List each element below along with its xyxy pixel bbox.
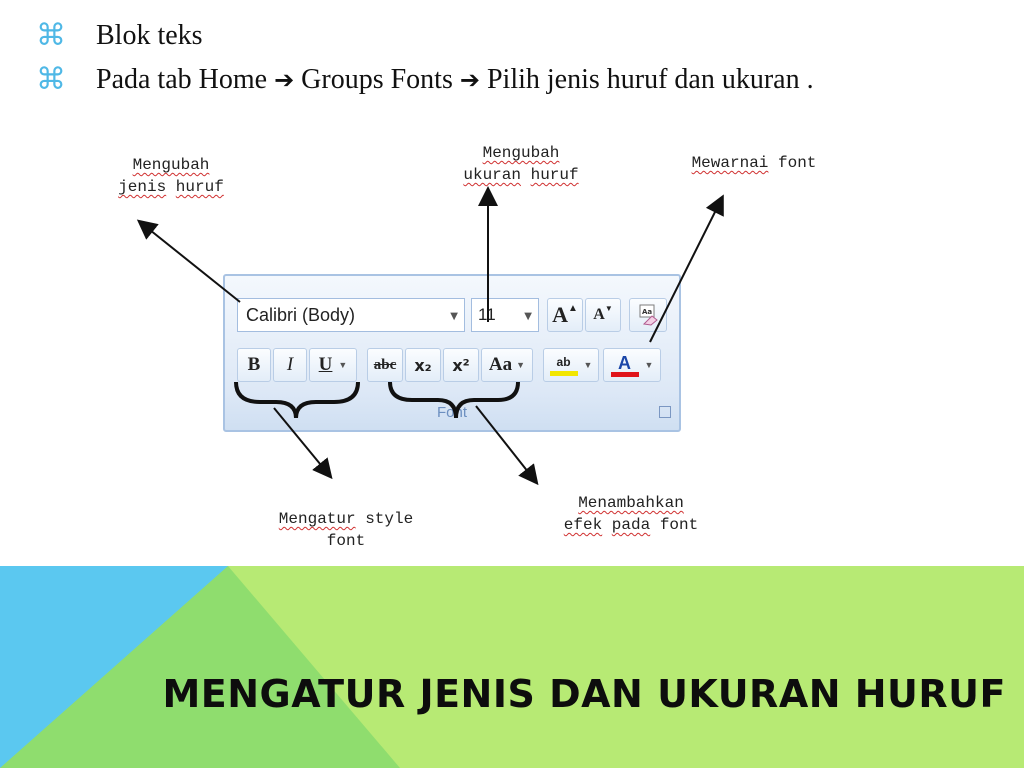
annotation-font-size: Mengubah ukuran huruf [463, 144, 579, 184]
command-icon: ⌘ [36, 18, 66, 53]
subscript-button[interactable]: x₂ [405, 348, 441, 382]
font-color-button[interactable]: A ▼ [603, 348, 661, 382]
caret-up-icon: ▲ [567, 302, 578, 314]
right-arrow-icon: ➔ [274, 66, 295, 94]
bullet-text-part: Groups Fonts [294, 64, 460, 95]
annotation-font-style: Mengatur style font [278, 510, 414, 550]
annotation-font-effect: Menambahkan efek pada font [563, 494, 699, 534]
strikethrough-icon: abc [373, 356, 397, 373]
change-case-button[interactable]: Aa ▼ [481, 348, 533, 382]
grow-font-button[interactable]: A▲ [547, 298, 583, 332]
underline-button[interactable]: U ▼ [309, 348, 357, 382]
bold-icon: B [247, 354, 261, 375]
footer-background [0, 566, 1024, 768]
font-group-figure: Mengubah jenis huruf Mengubah ukuran hur… [90, 142, 880, 554]
font-name-value: Calibri (Body) [246, 305, 356, 325]
chevron-down-icon: ▼ [450, 311, 458, 322]
bullet-item: ⌘ Blok teks [36, 14, 996, 58]
highlighter-icon: ab [549, 354, 578, 376]
change-case-icon: Aa [488, 354, 513, 375]
chevron-down-icon: ▼ [583, 360, 593, 370]
highlight-swatch [549, 370, 578, 376]
bullet-text-part: Pilih jenis huruf dan ukuran . [479, 64, 814, 95]
underline-icon: U [318, 354, 333, 375]
command-icon: ⌘ [36, 62, 66, 97]
chevron-down-icon: ▼ [338, 360, 348, 370]
chevron-down-icon: ▼ [644, 360, 654, 370]
annotation-font-type: Mengubah jenis huruf [118, 156, 224, 196]
superscript-icon: x² [452, 355, 470, 375]
font-color-swatch [610, 371, 639, 377]
subscript-icon: x₂ [414, 355, 432, 375]
footer-left-triangle [0, 566, 228, 768]
grow-font-icon: A [552, 302, 568, 327]
font-color-letter: A [618, 352, 632, 373]
bullet-text-part: Pada tab Home [96, 64, 275, 95]
font-size-dropdown[interactable]: 11 ▼ [471, 298, 539, 332]
highlighter-label: ab [556, 354, 571, 369]
font-name-dropdown[interactable]: Calibri (Body) ▼ [237, 298, 465, 332]
font-ribbon-group: Calibri (Body) ▼ 11 ▼ A▲ A▼ Aa B I U [223, 274, 681, 432]
bullet-item: ⌘ Pada tab Home ➔ Groups Fonts ➔ Pilih j… [36, 58, 996, 102]
italic-button[interactable]: I [273, 348, 307, 382]
italic-icon: I [286, 354, 294, 375]
bullet-list: ⌘ Blok teks ⌘ Pada tab Home ➔ Groups Fon… [36, 14, 996, 102]
dialog-launcher-icon[interactable] [659, 406, 671, 418]
clear-formatting-button[interactable]: Aa [629, 298, 667, 332]
strikethrough-button[interactable]: abc [367, 348, 403, 382]
shrink-font-icon: A [593, 306, 605, 323]
group-label-font: Font [436, 404, 467, 421]
chevron-down-icon: ▼ [516, 360, 526, 370]
svg-text:Aa: Aa [642, 308, 652, 316]
slide-title: MENGATUR JENIS DAN UKURAN HURUF [162, 672, 1006, 716]
bullet-text: Blok teks [96, 20, 203, 51]
highlight-color-button[interactable]: ab ▼ [543, 348, 599, 382]
right-arrow-icon: ➔ [459, 66, 480, 94]
font-color-icon: A [610, 352, 639, 377]
shrink-font-button[interactable]: A▼ [585, 298, 621, 332]
font-size-value: 11 [478, 305, 496, 324]
caret-down-icon: ▼ [604, 303, 613, 313]
annotation-font-color: Mewarnai font [691, 154, 817, 172]
bold-button[interactable]: B [237, 348, 271, 382]
chevron-down-icon: ▼ [524, 311, 532, 322]
clear-formatting-icon: Aa [639, 304, 658, 326]
superscript-button[interactable]: x² [443, 348, 479, 382]
